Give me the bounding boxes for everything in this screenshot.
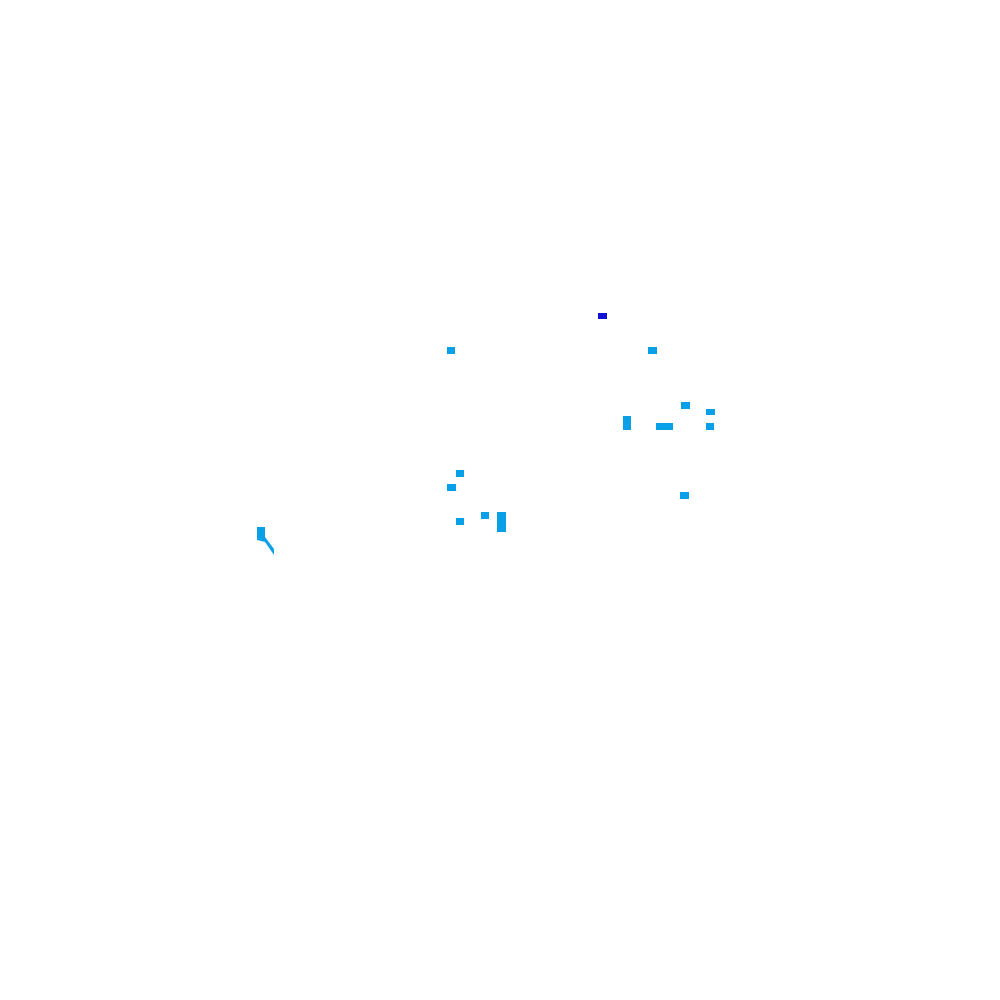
map-cell [456, 518, 464, 525]
map-cell [456, 470, 464, 477]
map-cell [681, 402, 690, 409]
map-features [257, 313, 715, 555]
map-cell [447, 484, 456, 491]
map-cell [481, 512, 489, 519]
map-cell [656, 423, 673, 430]
map-cell [648, 347, 657, 354]
coast-fragment [257, 527, 274, 555]
map-cell [497, 512, 506, 532]
map-cell [680, 492, 689, 499]
map-cell [623, 416, 631, 430]
map-cell [706, 409, 715, 415]
map-cell [447, 347, 455, 354]
highlight-cell [598, 313, 607, 319]
map-cell [706, 423, 714, 430]
